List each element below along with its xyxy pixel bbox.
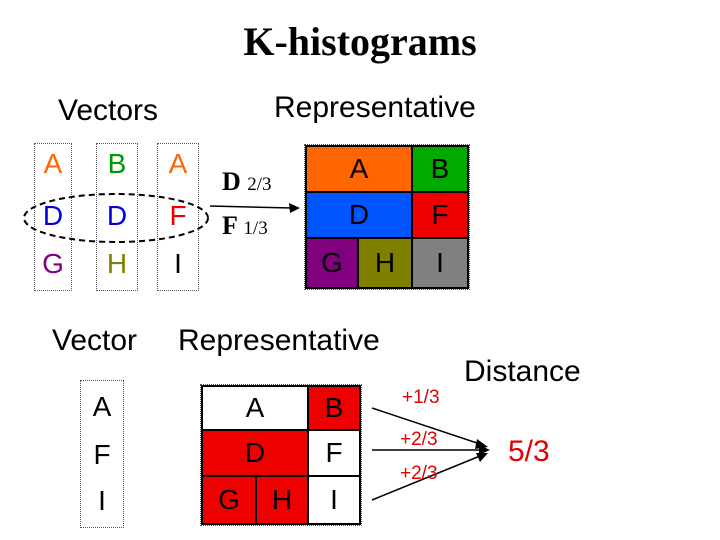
representative-label-top: Representative [274,91,476,124]
rep-bottom-cell-h: H [255,475,309,525]
page-title: K-histograms [243,19,477,64]
distance-term-2: +2/3 [400,429,438,450]
rep-top-cell-g: G [305,237,359,289]
rep-bottom-cell-g: G [201,475,257,525]
query-item-2: F [93,439,111,470]
distance-arrow-3 [371,455,481,501]
row-highlight-ellipse [23,193,209,243]
representative-grid-bottom: A B D F G H I [200,384,362,526]
query-vector-column: A F I [80,380,124,528]
vectors-label: Vectors [58,94,159,127]
freq-d-letter: D [222,167,241,196]
vector-2-item-3: H [106,248,128,279]
rep-top-cell-f: F [411,191,469,239]
vector-1-item-2: D [42,200,64,231]
vector-3-item-1: A [168,148,188,179]
vector-column-1: A D G [34,143,72,291]
vector-column-3: A F I [157,143,199,291]
distance-arrow-3-head [476,453,488,462]
distance-term-3: +2/3 [400,463,438,484]
freq-f-letter: F [222,211,237,240]
frequency-arrow-head [289,203,300,213]
freq-f: F 1/3 [222,211,268,241]
distance-label: Distance [464,355,581,388]
rep-bottom-cell-a: A [201,385,309,431]
vector-3-item-2: F [169,200,187,231]
query-item-3: I [98,485,106,516]
freq-d-value: 2/3 [247,174,272,195]
freq-f-value: 1/3 [243,218,268,239]
representative-label-bottom: Representative [178,324,380,357]
vector-label: Vector [52,324,138,357]
distance-arrow-1-head [475,439,488,449]
vector-2-item-1: B [107,148,127,179]
vector-3-item-3: I [174,248,182,279]
vector-1-item-3: G [42,248,64,279]
representative-grid-top: A B D F G H I [304,144,470,290]
rep-top-cell-i: I [411,237,469,289]
freq-d: D 2/3 [222,167,272,197]
vector-column-2: B D H [96,143,138,291]
vector-1-item-1: A [43,148,63,179]
distance-arrow-1 [371,407,481,445]
distance-term-1: +1/3 [402,387,440,408]
vector-2-item-2: D [106,200,128,231]
rep-bottom-cell-f: F [307,429,361,477]
frequency-arrow [209,205,293,209]
rep-top-cell-d: D [305,191,413,239]
query-item-1: A [92,391,112,422]
distance-arrow-2-head [479,445,490,455]
rep-bottom-cell-i: I [307,475,361,525]
distance-total: 5/3 [508,435,550,468]
rep-top-cell-h: H [357,237,413,289]
